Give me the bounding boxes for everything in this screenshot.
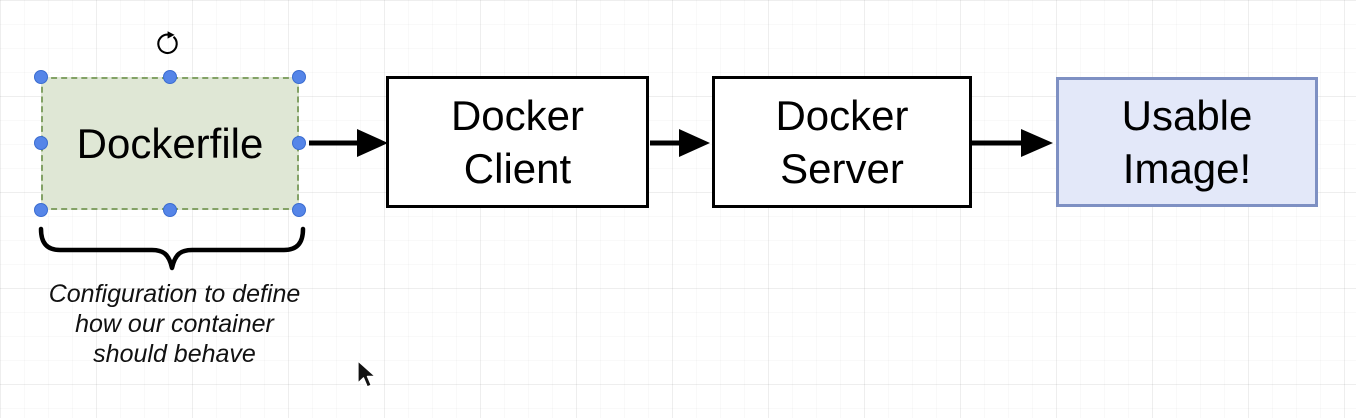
- node-dockerfile-label: Dockerfile: [76, 120, 264, 167]
- selection-handle-sw[interactable]: [34, 203, 48, 217]
- rotate-clockwise-icon[interactable]: [155, 31, 181, 57]
- annotation-text[interactable]: Configuration to define how our containe…: [48, 280, 301, 368]
- brace-shape[interactable]: [36, 224, 308, 276]
- selection-handle-ne[interactable]: [292, 70, 306, 84]
- node-docker-client[interactable]: Docker Client: [386, 76, 649, 208]
- mouse-cursor-icon: [357, 360, 376, 388]
- arrow-server-to-image[interactable]: [972, 126, 1056, 160]
- node-usable-image[interactable]: Usable Image!: [1056, 77, 1318, 207]
- selection-handle-e[interactable]: [292, 136, 306, 150]
- selection-handle-n[interactable]: [163, 70, 177, 84]
- node-docker-server[interactable]: Docker Server: [712, 76, 972, 208]
- selection-handle-se[interactable]: [292, 203, 306, 217]
- node-docker-client-label: Docker Client: [450, 92, 585, 192]
- selection-handle-nw[interactable]: [34, 70, 48, 84]
- selection-handle-s[interactable]: [163, 203, 177, 217]
- selection-handle-w[interactable]: [34, 136, 48, 150]
- arrow-client-to-server[interactable]: [650, 126, 712, 160]
- node-dockerfile[interactable]: Dockerfile: [41, 77, 299, 210]
- node-usable-image-label: Usable Image!: [1121, 92, 1253, 192]
- arrow-dockerfile-to-client[interactable]: [306, 126, 390, 160]
- node-docker-server-label: Docker Server: [775, 92, 909, 192]
